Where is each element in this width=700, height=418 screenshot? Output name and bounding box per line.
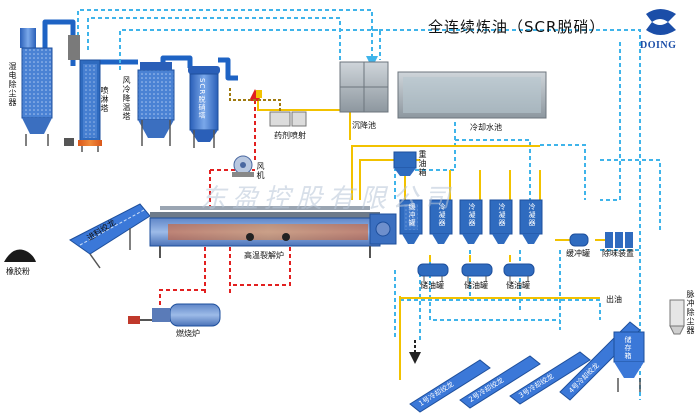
label-pulse-dust: 脉冲除尘器 [686,290,695,335]
reagent-injection-unit [256,90,307,127]
label-condenser-4: 冷凝器 [528,203,536,227]
brand-name: DOING [640,40,677,51]
label-furnace: 燃烧炉 [176,329,200,338]
scr-tower [188,66,220,148]
storage-bin [613,331,645,392]
label-settling-tank: 沉降池 [352,121,376,130]
fan [232,155,254,177]
pulse-dust-collector [669,299,685,335]
wet-esp [20,28,53,146]
cooling-water-lines [77,9,661,400]
settling-tank [339,61,389,113]
label-buffer-tank: 缓冲罐 [566,249,590,258]
watermark: 东盈控股有限公司 [200,184,457,214]
label-condenser-2: 冷凝器 [468,203,476,227]
label-rubber-powder: 橡胶粉 [6,267,30,276]
doing-logo-icon [646,9,676,35]
label-reagent-injection: 药剂喷射 [274,131,306,140]
label-reactor: 高温裂解炉 [244,251,284,260]
label-deodorizer: 除味装置 [602,249,634,258]
oil-tanks [417,263,535,282]
condensers [399,199,543,244]
label-oil-tank-1: 储油罐 [420,281,444,290]
label-air-cooling-tower: 风冷降温塔 [122,76,131,121]
buffer-tank [569,233,589,247]
label-fan: 风机 [256,162,265,180]
label-oil-tank-3: 储油罐 [506,281,530,290]
spray-tower [64,35,102,152]
diagram-title: 全连续炼油（SCR脱硝） [428,18,606,36]
label-cooling-pool: 冷却水池 [470,123,502,132]
label-oil-out: 出油 [606,295,622,304]
label-scr-tower: SCR脱硝塔 [198,78,206,120]
air-cooling-tower [137,62,175,146]
label-storage-bin: 储存箱 [624,336,632,360]
label-condenser-3: 冷凝器 [498,203,506,227]
cooling-pool [397,71,547,119]
label-heavy-oil-tank: 重油箱 [418,150,427,177]
rubber-powder-pile [4,249,36,262]
feed-screw [69,203,151,269]
label-wet-esp: 湿电除尘器 [8,62,17,107]
deodorizer [605,232,633,248]
label-spray-tower: 喷淋塔 [100,86,109,113]
label-oil-tank-2: 储油罐 [464,281,488,290]
reactor [149,206,397,258]
furnace [128,303,221,327]
label-buffer-short: 缓冲罐 [408,203,416,227]
reagent-lines [229,88,281,112]
cooling-screws [409,321,641,413]
heavy-oil-tank [393,151,417,176]
label-condenser-1: 冷凝器 [438,203,446,227]
